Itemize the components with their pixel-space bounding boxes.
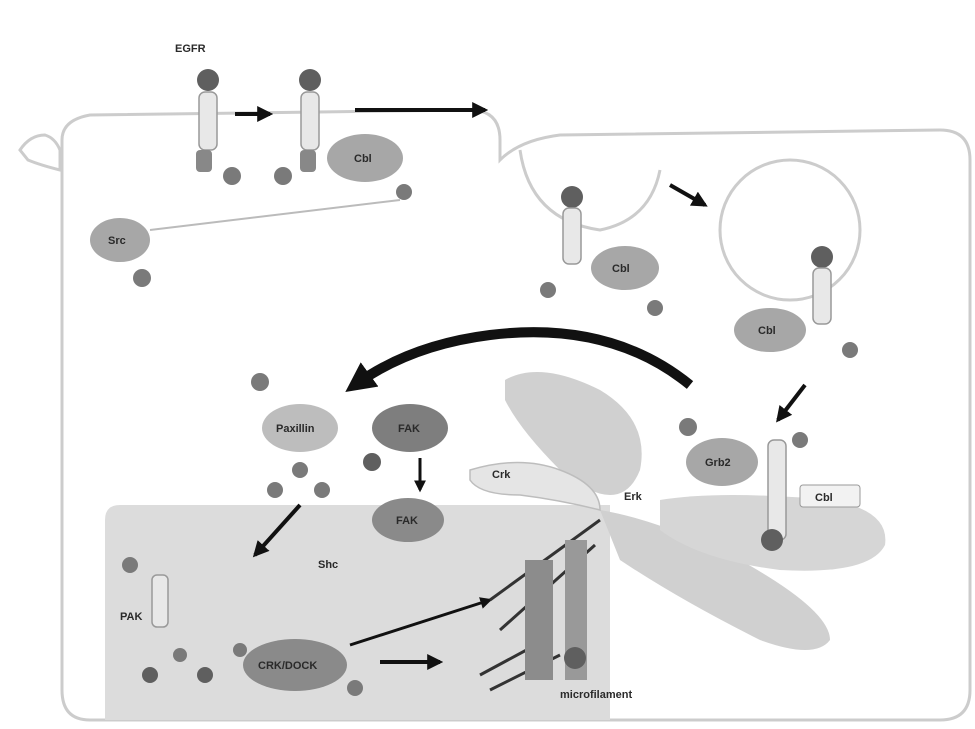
phospho-node	[197, 667, 213, 683]
fak-label: FAK	[398, 423, 420, 435]
ligand-node	[561, 186, 583, 208]
receptor-stalk	[813, 268, 831, 324]
arrow-endosome-down	[778, 385, 805, 420]
fak-center-label: FAK	[396, 515, 418, 527]
receptor-stalk	[768, 440, 786, 540]
phospho-node	[647, 300, 663, 316]
cbl-top-label: Cbl	[354, 153, 372, 165]
phospho-node	[396, 184, 412, 200]
phospho-node	[122, 557, 138, 573]
phospho-node	[274, 167, 292, 185]
phospho-node	[314, 482, 330, 498]
receptor-left	[196, 69, 241, 185]
ligand-node	[761, 529, 783, 551]
filopodium	[20, 135, 60, 170]
phospho-node	[173, 648, 187, 662]
crk-dock-label: CRK/DOCK	[258, 660, 317, 672]
phospho-node	[347, 680, 363, 696]
microfilament-label: microfilament	[560, 689, 632, 701]
filament-bar	[525, 560, 553, 680]
phospho-node	[679, 418, 697, 436]
phospho-node	[842, 342, 858, 358]
phospho-node	[292, 462, 308, 478]
erk-label: Erk	[624, 491, 643, 503]
ligand-node	[811, 246, 833, 268]
ligand-label: EGFR	[175, 43, 206, 55]
src-label: Src	[108, 235, 126, 247]
receptor-kinase	[300, 150, 316, 172]
cbl-lower-label: Cbl	[815, 492, 833, 504]
receptor-stalk	[563, 208, 581, 264]
phospho-node	[133, 269, 151, 287]
phospho-node	[142, 667, 158, 683]
pak-label: PAK	[120, 611, 142, 623]
crk-label: Crk	[492, 469, 511, 481]
phospho-node	[251, 373, 269, 391]
receptor-stalk	[301, 92, 319, 150]
grb2-label: Grb2	[705, 457, 731, 469]
cbl-mid-label: Cbl	[612, 263, 630, 275]
receptor-stalk	[199, 92, 217, 150]
ligand-node	[299, 69, 321, 91]
receptor-endosome	[734, 246, 858, 358]
phospho-node	[223, 167, 241, 185]
shc-label: Shc	[318, 559, 338, 571]
phospho-node	[792, 432, 808, 448]
phospho-node	[540, 282, 556, 298]
ligand-node	[197, 69, 219, 91]
arrow-to-endosome	[670, 185, 705, 205]
cbl-right-label: Cbl	[758, 325, 776, 337]
paxillin-label: Paxillin	[276, 423, 315, 435]
kinase-cluster	[251, 373, 448, 498]
receptor-right	[274, 69, 412, 200]
phospho-node	[233, 643, 247, 657]
phospho-node	[564, 647, 586, 669]
endosome-vesicle	[720, 160, 860, 300]
phospho-node	[363, 453, 381, 471]
membrane-link	[150, 200, 400, 230]
endocytic-pit	[520, 150, 660, 230]
receptor-stalk	[152, 575, 168, 627]
receptor-kinase	[196, 150, 212, 172]
phospho-node	[267, 482, 283, 498]
